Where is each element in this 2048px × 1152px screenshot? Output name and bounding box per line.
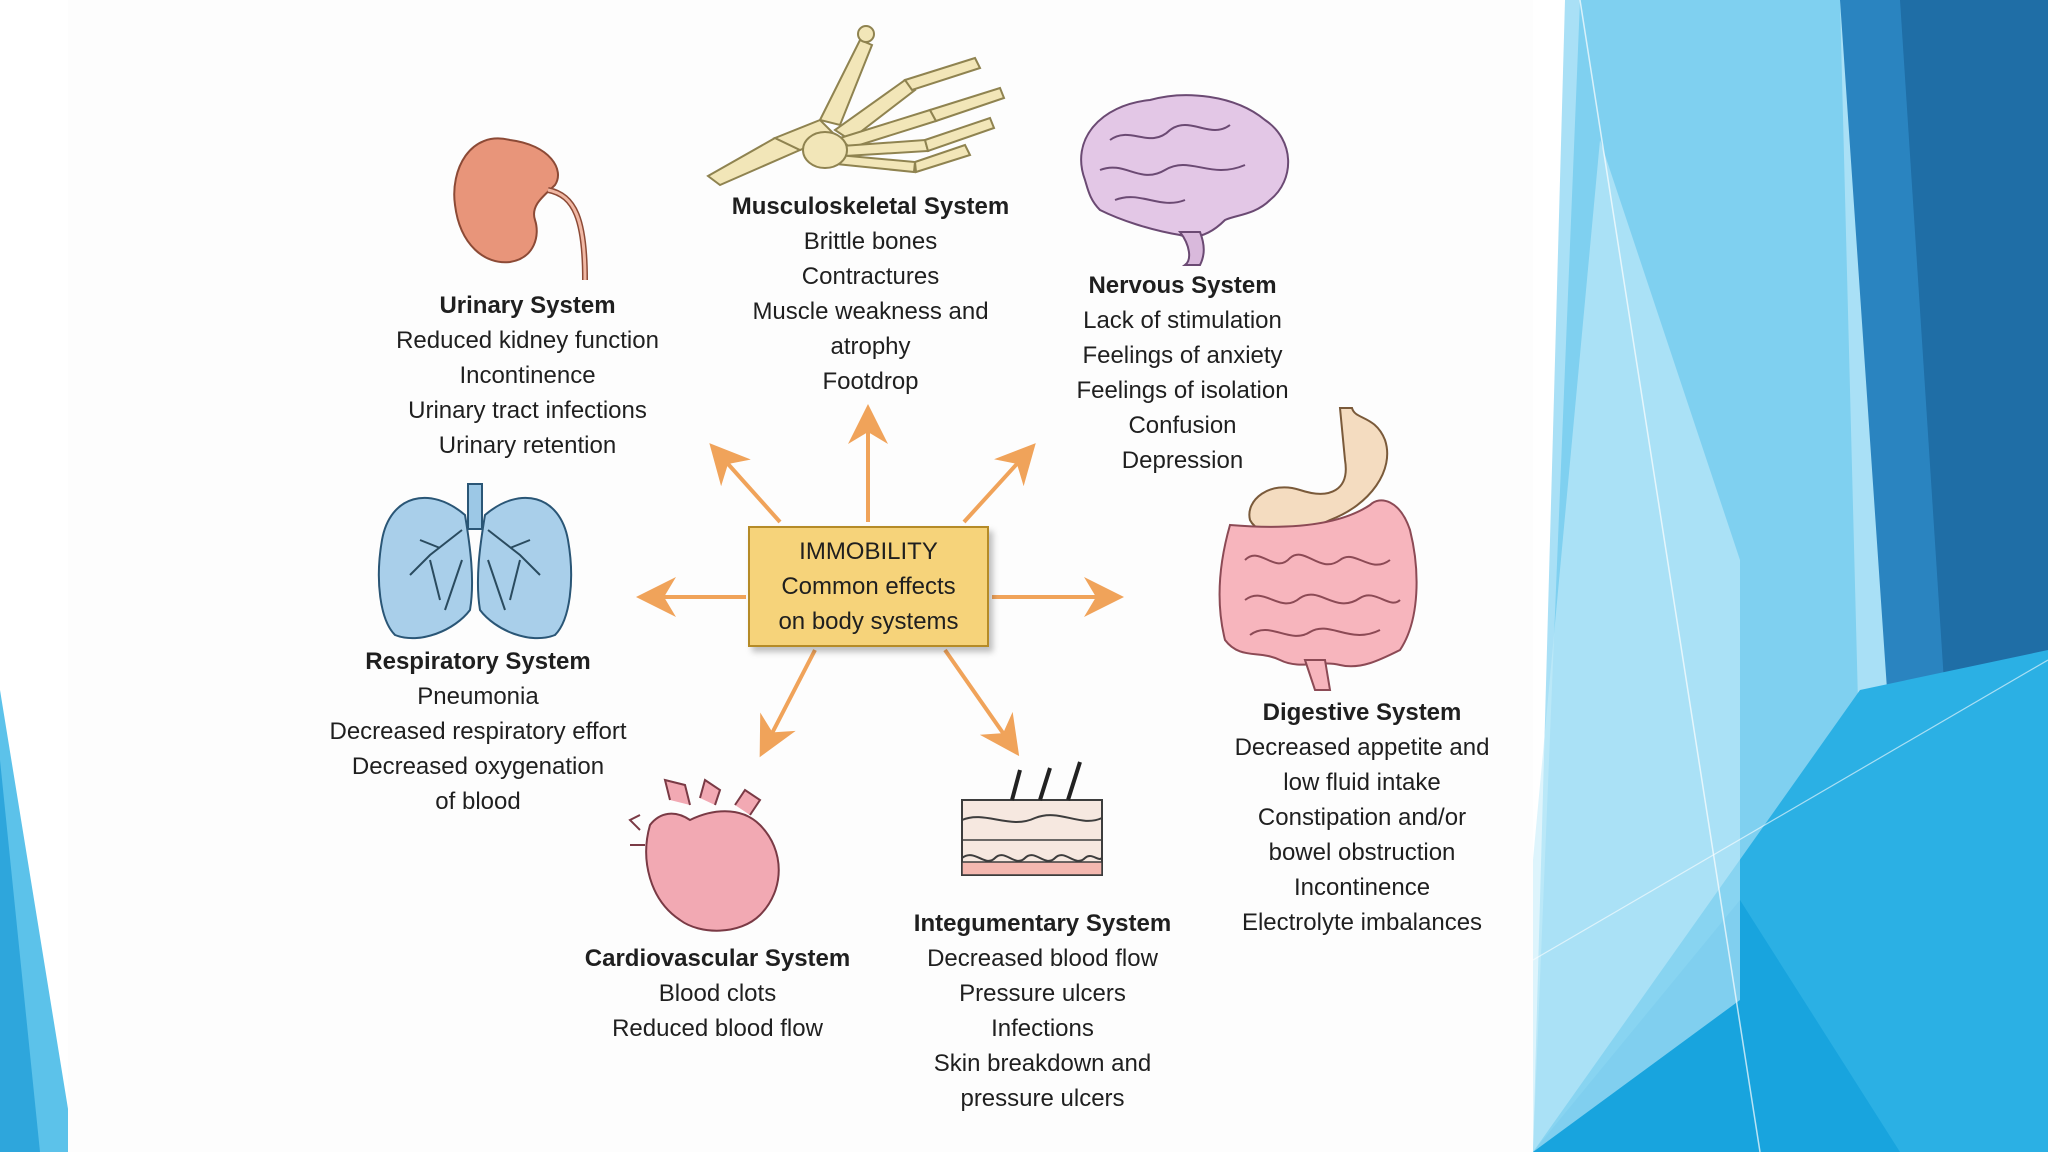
urinary-title: Urinary System [439, 292, 616, 319]
nervous-effect: Feelings of anxiety [1082, 342, 1283, 369]
integumentary-effect: pressure ulcers [960, 1085, 1125, 1112]
heart-icon [628, 778, 780, 932]
digestive-effect: Incontinence [1293, 874, 1431, 901]
digestive-tract-icon [1218, 407, 1418, 691]
cardiovascular-title: Cardiovascular System [584, 945, 851, 972]
integumentary-section: Integumentary System Decreased blood flo… [880, 906, 1205, 1116]
digestive-effect: Decreased appetite and [1234, 734, 1490, 761]
arrow-down-right [943, 648, 1020, 757]
respiratory-effect: Decreased respiratory effort [329, 718, 627, 745]
nervous-title: Nervous System [1088, 272, 1277, 299]
hand-skeleton-icon [706, 25, 1006, 187]
musculoskeletal-effect: atrophy [830, 333, 911, 360]
musculoskeletal-effect: Contractures [801, 263, 940, 290]
arrows [636, 404, 1124, 758]
respiratory-effect: Decreased oxygenation [351, 753, 605, 780]
integumentary-effect: Infections [991, 1015, 1094, 1042]
kidney-icon [453, 137, 588, 281]
integumentary-effect: Skin breakdown and [933, 1050, 1152, 1077]
nervous-effect: Feelings of isolation [1076, 377, 1289, 404]
nervous-effect: Lack of stimulation [1083, 307, 1282, 334]
cardiovascular-effect: Reduced blood flow [612, 1015, 823, 1042]
cardiovascular-section: Cardiovascular System Blood clots Reduce… [560, 941, 875, 1046]
respiratory-effect: Pneumonia [417, 683, 539, 710]
arrow-up-right [962, 443, 1036, 524]
brain-icon [1080, 94, 1290, 266]
musculoskeletal-section: Musculoskeletal System Brittle bones Con… [708, 189, 1033, 399]
musculoskeletal-effect: Muscle weakness and [752, 298, 989, 325]
center-line-2: Common effects [781, 573, 956, 600]
arrow-up-left [709, 443, 782, 524]
respiratory-effect: of blood [435, 788, 521, 815]
respiratory-title: Respiratory System [365, 648, 591, 675]
digestive-section: Digestive System Decreased appetite and … [1212, 695, 1512, 940]
digestive-effect: bowel obstruction [1268, 839, 1456, 866]
arrow-down-left [759, 649, 817, 758]
digestive-effect: Electrolyte imbalances [1241, 909, 1483, 936]
digestive-effect: low fluid intake [1283, 769, 1441, 796]
urinary-effect: Incontinence [459, 362, 596, 389]
skin-layers-icon [961, 761, 1103, 876]
center-line-3: on body systems [778, 608, 959, 635]
urinary-effect: Urinary tract infections [408, 397, 647, 424]
respiratory-section: Respiratory System Pneumonia Decreased r… [298, 644, 658, 819]
digestive-title: Digestive System [1262, 699, 1462, 726]
nervous-effect: Depression [1121, 447, 1244, 474]
cardiovascular-effect: Blood clots [658, 980, 777, 1007]
digestive-effect: Constipation and/or [1257, 804, 1467, 831]
center-line-1: IMMOBILITY [799, 538, 938, 565]
nervous-section: Nervous System Lack of stimulation Feeli… [1050, 268, 1315, 478]
musculoskeletal-title: Musculoskeletal System [731, 193, 1010, 220]
nervous-effect: Confusion [1128, 412, 1237, 439]
integumentary-effect: Decreased blood flow [927, 945, 1158, 972]
center-immobility-box: IMMOBILITY Common effects on body system… [748, 526, 989, 647]
musculoskeletal-effect: Footdrop [822, 368, 919, 395]
musculoskeletal-effect: Brittle bones [803, 228, 938, 255]
integumentary-effect: Pressure ulcers [959, 980, 1126, 1007]
urinary-effect: Reduced kidney function [396, 327, 659, 354]
urinary-section: Urinary System Reduced kidney function I… [370, 288, 685, 463]
integumentary-title: Integumentary System [913, 910, 1172, 937]
lungs-icon [377, 483, 573, 640]
urinary-effect: Urinary retention [438, 432, 617, 459]
